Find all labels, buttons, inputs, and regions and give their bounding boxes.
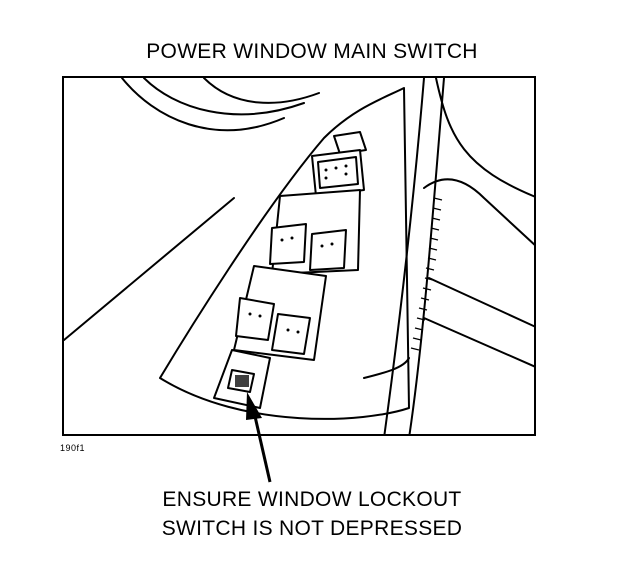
- figure-id: 190f1: [60, 443, 86, 453]
- front-left-window-switch: [235, 297, 275, 341]
- switch-illustration: [64, 78, 534, 434]
- door-handle-7: [363, 357, 410, 379]
- rear-right-window-switch: [309, 229, 347, 271]
- rear-left-window-switch: [269, 223, 307, 265]
- door-handle-2: [408, 78, 445, 434]
- door-handle-3: [423, 178, 534, 246]
- door-handle-4: [435, 78, 534, 198]
- mirror-select-switch: [333, 131, 367, 155]
- door-panel-edge-2: [143, 78, 305, 116]
- caption-line-2: SWITCH IS NOT DEPRESSED: [161, 517, 463, 540]
- switch-illustration-frame: [62, 76, 536, 436]
- armrest-bezel: [159, 87, 410, 420]
- door-handle: [383, 78, 425, 434]
- front-right-window-switch: [271, 313, 311, 355]
- door-panel-edge: [121, 78, 285, 132]
- diagram-title: POWER WINDOW MAIN SWITCH: [146, 40, 478, 63]
- door-handle-6: [423, 317, 534, 368]
- door-handle-5: [428, 277, 534, 328]
- grip-hatching: [410, 197, 443, 351]
- door-trim-line: [64, 197, 235, 341]
- caption-line-1: ENSURE WINDOW LOCKOUT: [162, 488, 462, 511]
- door-panel-edge-3: [203, 78, 320, 104]
- switch-dots: [235, 164, 348, 387]
